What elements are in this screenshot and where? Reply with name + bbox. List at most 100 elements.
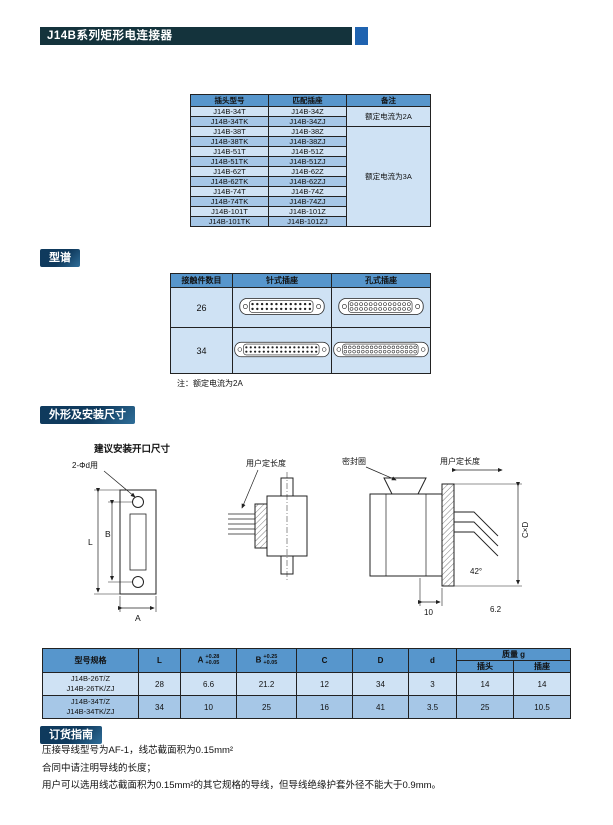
installation-opening-drawing: 2-Φd用 L B A — [72, 461, 157, 623]
cell-socket: J14B-51Z — [268, 146, 347, 157]
dim-L-label: L — [88, 537, 93, 547]
cell-socket-mass: 14 — [512, 672, 572, 696]
column-header-plug-mass: 插头 — [456, 660, 514, 673]
cell-plug: J14B-101T — [190, 206, 269, 217]
column-header-A: A+0.28+0.05 — [180, 648, 237, 673]
cell-socket: J14B-38ZJ — [268, 136, 347, 147]
seal-ring-label: 密封圈 — [342, 456, 366, 466]
cell-B: 21.2 — [236, 672, 297, 696]
cell-d: 3.5 — [408, 695, 457, 719]
cell-plug-mass: 14 — [456, 672, 514, 696]
dim-A-label: A — [135, 613, 141, 623]
cell-plug: J14B-34T — [190, 106, 269, 117]
dim-10-label: 10 — [424, 608, 433, 617]
hole-connector-26-drawing — [338, 298, 424, 319]
column-header-D: D — [352, 648, 409, 673]
cell-plug: J14B-62T — [190, 166, 269, 177]
table-row: J14B-34T J14B-34Z 额定电流为2A — [190, 106, 431, 127]
cell-A: 6.6 — [180, 672, 237, 696]
spectrum-row-26: 26 — [170, 287, 431, 328]
column-header-socket-mass: 插座 — [512, 660, 572, 673]
ordering-line-3: 用户可以选用线芯截面积为0.15mm²的其它规格的导线，但导线绝缘护套外径不能大… — [42, 780, 442, 791]
ordering-guide-text: 压接导线型号为AF-1，线芯截面积为0.15mm² 合同中请注明导线的长度； 用… — [42, 744, 441, 797]
column-header-pin-type: 针式插座 — [232, 273, 332, 288]
column-header-L: L — [138, 648, 181, 673]
spectrum-table: 接触件数目 针式插座 孔式插座 26 34 — [170, 273, 431, 374]
cell-socket: J14B-38Z — [268, 126, 347, 137]
column-header-remark: 备注 — [346, 94, 431, 107]
header-B-letter: B — [255, 655, 262, 665]
spectrum-row-34: 34 — [170, 327, 431, 374]
cell-C: 16 — [296, 695, 353, 719]
column-header-B: B+0.25+0.05 — [236, 648, 297, 673]
user-length-label-1: 用户定长度 — [246, 458, 286, 468]
cell-count-34: 34 — [170, 327, 233, 374]
column-header-hole-type: 孔式插座 — [331, 273, 431, 288]
cell-plug: J14B-51T — [190, 146, 269, 157]
dim-B-label: B — [105, 529, 111, 539]
cell-model-34: J14B-34T/Z J14B-34TK/ZJ — [42, 695, 139, 719]
cell-L: 28 — [138, 672, 181, 696]
dim-6-2-label: 6.2 — [490, 605, 502, 614]
model-line-2: J14B-26TK/ZJ — [66, 684, 115, 693]
column-header-contact-count: 接触件数目 — [170, 273, 233, 288]
column-header-model: 型号规格 — [42, 648, 139, 673]
spectrum-note: 注：额定电流为2A — [177, 379, 243, 388]
header-B-tolerance: +0.25+0.05 — [263, 654, 278, 666]
header-A-letter: A — [197, 655, 204, 665]
cell-socket: J14B-51ZJ — [268, 156, 347, 167]
model-line-1: J14B-26T/Z — [70, 674, 111, 683]
receptacle-side-view-drawing: 密封圈 用户定长度 10 42° 6.2 C×D — [342, 456, 530, 617]
column-header-plug: 插头型号 — [190, 94, 269, 107]
cell-plug: J14B-38TK — [190, 136, 269, 147]
cell-socket-mass: 10.5 — [512, 695, 572, 719]
section-heading-ordering: 订货指南 — [40, 726, 102, 744]
cell-hole-connector-34 — [331, 327, 431, 374]
page-title-bar: J14B系列矩形电连接器 — [40, 27, 368, 45]
model-table-header-row: 插头型号 匹配插座 备注 — [190, 94, 431, 107]
cell-count-26: 26 — [170, 287, 233, 328]
column-header-socket: 匹配插座 — [268, 94, 347, 107]
pin-connector-26-drawing — [239, 298, 325, 319]
table-row: J14B-62T J14B-62Z — [190, 166, 431, 177]
plug-side-view-drawing: 用户定长度 — [228, 458, 308, 580]
dimension-table: 型号规格 L A+0.28+0.05 B+0.25+0.05 C D d 质量 … — [42, 648, 572, 719]
cell-socket: J14B-62Z — [268, 166, 347, 177]
column-header-d: d — [408, 648, 457, 673]
dim-row-34: J14B-34T/Z J14B-34TK/ZJ 34 10 25 16 41 3… — [42, 695, 572, 719]
dim-42deg-label: 42° — [470, 567, 482, 576]
cell-socket: J14B-34ZJ — [268, 116, 347, 127]
cell-socket: J14B-101ZJ — [268, 216, 347, 227]
cell-plug: J14B-74T — [190, 186, 269, 197]
ordering-line-1: 压接导线型号为AF-1，线芯截面积为0.15mm² — [42, 745, 234, 756]
cell-L: 34 — [138, 695, 181, 719]
cell-plug-mass: 25 — [456, 695, 514, 719]
table-row: J14B-74T J14B-74Z — [190, 186, 431, 197]
cell-hole-connector-26 — [331, 287, 431, 328]
cell-model-26: J14B-26T/Z J14B-26TK/ZJ — [42, 672, 139, 696]
cell-plug: J14B-34TK — [190, 116, 269, 127]
cell-socket: J14B-74ZJ — [268, 196, 347, 207]
cell-plug: J14B-101TK — [190, 216, 269, 227]
cell-remark-3a: 额定电流为3A — [346, 126, 431, 227]
cell-socket: J14B-62ZJ — [268, 176, 347, 187]
spectrum-header-row: 接触件数目 针式插座 孔式插座 — [170, 273, 431, 288]
cell-plug: J14B-74TK — [190, 196, 269, 207]
table-row: J14B-101TK J14B-101ZJ — [190, 216, 431, 227]
outline-dimension-drawing: 2-Φd用 L B A 用户定长度 — [72, 456, 530, 623]
cell-remark-2a: 额定电流为2A — [346, 106, 431, 127]
header-A-tolerance: +0.28+0.05 — [205, 654, 220, 666]
dim-header-row-2: 插头 插座 — [43, 660, 572, 673]
cell-socket: J14B-74Z — [268, 186, 347, 197]
install-opening-subtitle: 建议安装开口尺寸 — [94, 444, 171, 455]
cell-B: 25 — [236, 695, 297, 719]
cell-D: 34 — [352, 672, 409, 696]
ordering-line-2: 合同中请注明导线的长度； — [42, 762, 157, 774]
model-table: 插头型号 匹配插座 备注 J14B-34T J14B-34Z 额定电流为2A J… — [190, 94, 431, 227]
page-title: J14B系列矩形电连接器 — [40, 27, 352, 45]
dim-row-26: J14B-26T/Z J14B-26TK/ZJ 28 6.6 21.2 12 3… — [42, 672, 572, 696]
cell-plug: J14B-62TK — [190, 176, 269, 187]
cell-pin-connector-34 — [232, 327, 332, 374]
cell-plug: J14B-38T — [190, 126, 269, 137]
